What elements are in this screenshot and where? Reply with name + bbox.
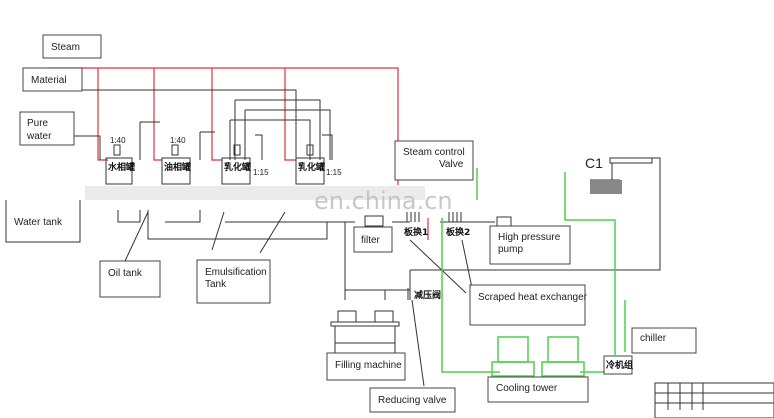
tank-label: 油相罐 bbox=[164, 161, 191, 173]
svg-text:Emulsification: Emulsification bbox=[205, 267, 267, 278]
label-steam: Steam bbox=[42, 34, 102, 59]
svg-text:chiller: chiller bbox=[640, 333, 667, 344]
svg-text:Scraped heat exchanger: Scraped heat exchanger bbox=[478, 292, 588, 303]
svg-text:Filling machine: Filling machine bbox=[335, 360, 402, 371]
tank-ratio: 1:15 bbox=[253, 168, 269, 177]
svg-text:Steam: Steam bbox=[51, 42, 80, 53]
chiller-unit: 冷机组 bbox=[603, 355, 633, 375]
cooling-lines bbox=[441, 168, 626, 377]
svg-text:冷机组: 冷机组 bbox=[606, 359, 633, 371]
svg-text:Valve: Valve bbox=[439, 159, 464, 170]
plate-hx-1-label: 板换1 bbox=[404, 226, 428, 238]
reducing-valve-cn-label: 减压阀 bbox=[414, 289, 441, 301]
process-lines bbox=[74, 89, 661, 387]
label-chiller: chiller bbox=[631, 327, 697, 354]
svg-text:Reducing valve: Reducing valve bbox=[378, 395, 447, 406]
tank-label: 水相罐 bbox=[108, 161, 135, 173]
svg-text:Oil tank: Oil tank bbox=[108, 268, 143, 279]
label-scraped-heat-exchanger: Scraped heat exchanger bbox=[469, 284, 588, 326]
label-filling-machine: Filling machine bbox=[326, 352, 406, 381]
svg-text:pump: pump bbox=[498, 244, 523, 255]
svg-text:High pressure: High pressure bbox=[498, 232, 561, 243]
svg-text:Tank: Tank bbox=[205, 279, 227, 290]
svg-text:Water tank: Water tank bbox=[14, 217, 63, 228]
svg-text:Cooling tower: Cooling tower bbox=[496, 383, 558, 394]
plate-hx-2-label: 板换2 bbox=[446, 226, 470, 238]
label-cooling-tower: Cooling tower bbox=[487, 376, 589, 403]
svg-text:Material: Material bbox=[31, 75, 67, 86]
label-water-tank: Water tank bbox=[5, 200, 81, 243]
svg-text:Steam control: Steam control bbox=[403, 147, 465, 158]
tank-label: 乳化罐 bbox=[298, 161, 325, 173]
watermark: en.china.cn bbox=[314, 187, 453, 215]
label-pure-water: Pure water bbox=[19, 111, 75, 146]
label-material: Material bbox=[22, 67, 83, 92]
tank-ratio: 1:40 bbox=[110, 136, 126, 145]
label-c1: C1 bbox=[585, 155, 603, 171]
tank-ratio: 1:15 bbox=[326, 168, 342, 177]
label-reducing-valve: Reducing valve bbox=[369, 387, 456, 413]
title-block bbox=[654, 382, 774, 418]
svg-text:water: water bbox=[26, 131, 52, 142]
label-filter: filter bbox=[353, 226, 393, 253]
svg-text:filter: filter bbox=[361, 235, 381, 246]
tank-ratio: 1:40 bbox=[170, 136, 186, 145]
watermark-band bbox=[85, 186, 425, 200]
svg-text:Pure: Pure bbox=[27, 118, 49, 129]
label-oil-tank: Oil tank bbox=[99, 260, 161, 298]
tank-label: 乳化罐 bbox=[224, 161, 251, 173]
